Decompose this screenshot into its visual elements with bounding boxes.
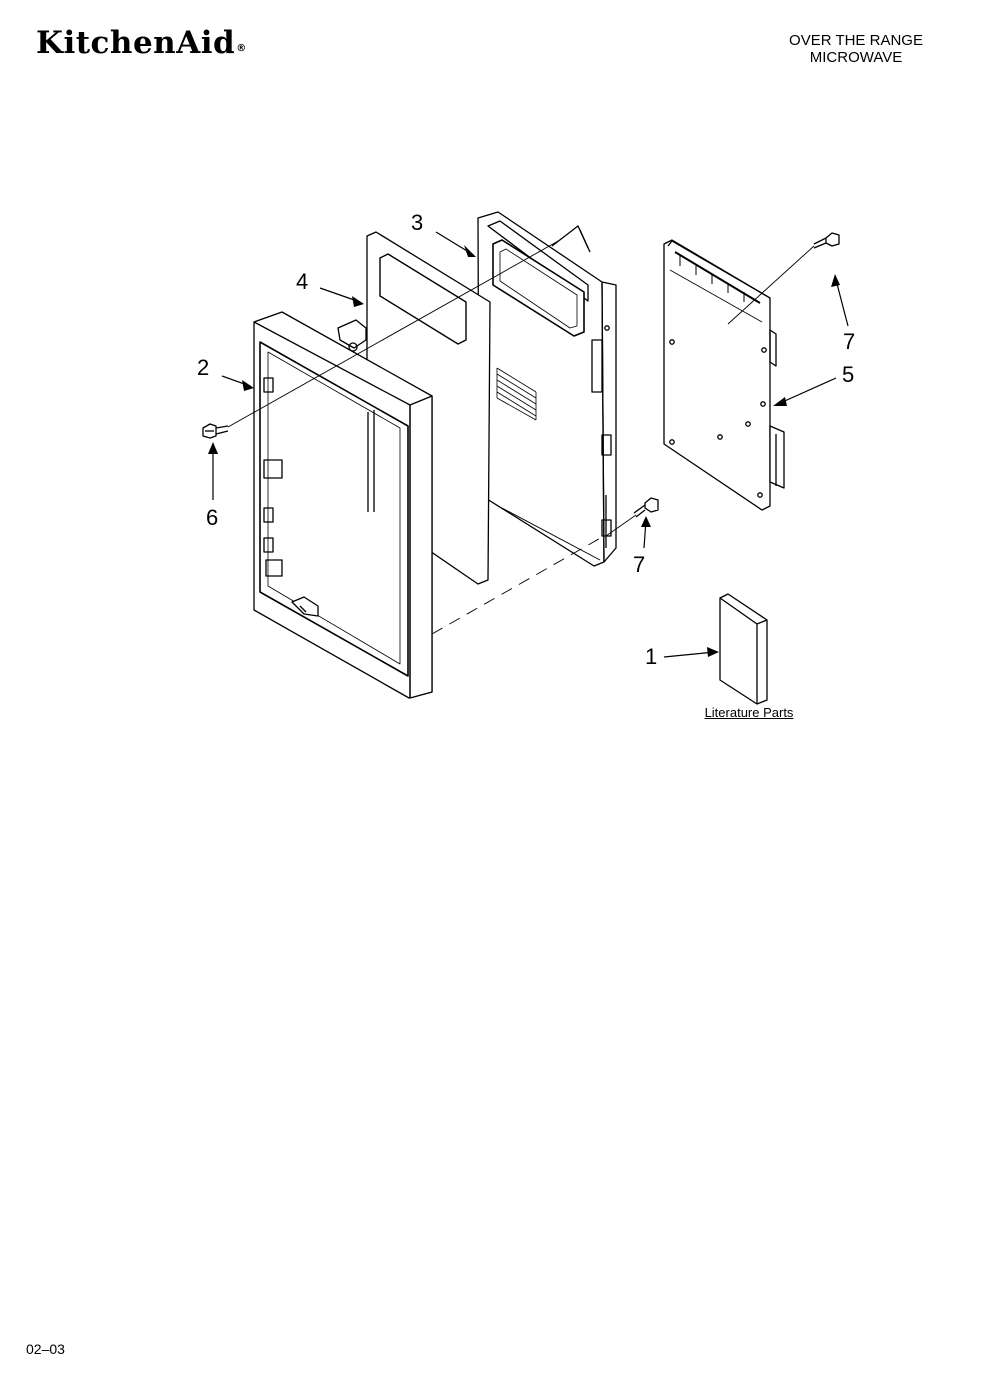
assembly-lines <box>227 239 815 635</box>
callout-7-upper: 7 <box>843 329 856 354</box>
callout-6: 6 <box>206 505 219 530</box>
callout-7-lower: 7 <box>633 552 646 577</box>
callout-4: 4 <box>296 269 309 294</box>
brand-logo: KitchenAid® <box>36 28 247 59</box>
screw-7-upper <box>813 232 840 249</box>
screw-7-lower <box>633 497 659 518</box>
registered-mark: ® <box>236 43 247 54</box>
part-3-control-bracket <box>477 211 617 567</box>
brand-wordmark: KitchenAid <box>36 25 236 61</box>
part-2-front-frame <box>253 311 433 699</box>
footer-date-code: 02–03 <box>26 1341 65 1357</box>
part-5-control-board <box>663 239 785 511</box>
arrowheads <box>208 245 840 657</box>
part-1-literature <box>719 593 768 705</box>
callout-5: 5 <box>842 362 855 387</box>
callout-1: 1 <box>645 644 658 669</box>
page-heading: OVER THE RANGE MICROWAVE <box>746 32 966 66</box>
literature-parts-caption: Literature Parts <box>704 705 794 720</box>
callout-3: 3 <box>411 210 424 235</box>
callout-2: 2 <box>197 355 210 380</box>
heading-line-2: MICROWAVE <box>809 49 903 66</box>
screw-6 <box>202 423 229 439</box>
heading-line-1: OVER THE RANGE <box>789 32 923 49</box>
